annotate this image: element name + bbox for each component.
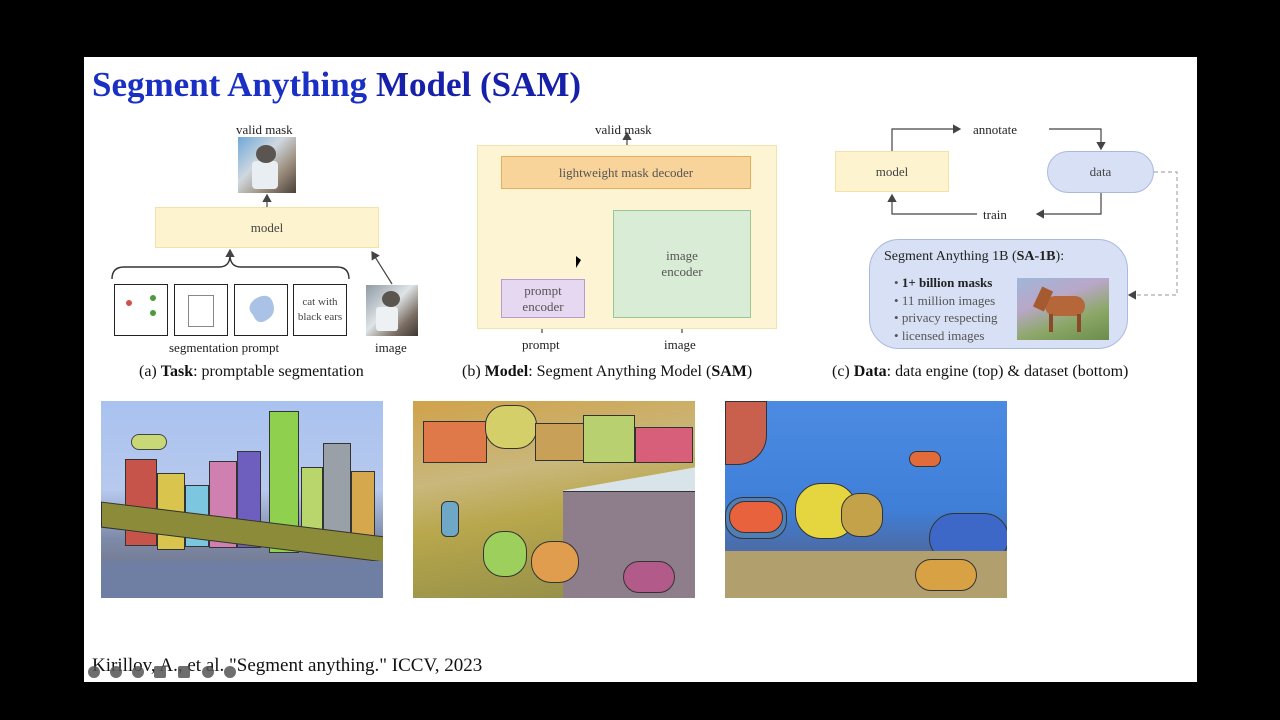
pen-icon[interactable] bbox=[110, 666, 122, 678]
slide-title: Segment Anything Model (SAM) bbox=[92, 65, 581, 105]
mask-blob-icon bbox=[249, 295, 274, 323]
box-prompt-box bbox=[174, 284, 228, 336]
image-encoder-box: image encoder bbox=[613, 210, 751, 318]
caption-b-end: ) bbox=[746, 363, 753, 380]
bullet-text-0: 1+ billion masks bbox=[901, 275, 993, 290]
panel-b-image-label: image bbox=[664, 337, 696, 352]
annotate-label: annotate bbox=[973, 122, 1018, 137]
city-skyline-segmentation-image bbox=[101, 401, 383, 598]
panel-c-model-box: model bbox=[835, 151, 949, 192]
bullet-item: • privacy respecting bbox=[894, 310, 998, 325]
text-prompt-label: cat with black ears bbox=[297, 296, 343, 323]
subtitles-icon[interactable] bbox=[154, 666, 166, 678]
previous-slide-icon[interactable] bbox=[88, 666, 100, 678]
panel-a-input-image bbox=[366, 285, 418, 336]
title-part-1: Segment Anything bbox=[92, 65, 368, 104]
bullet-text-1: 11 million images bbox=[901, 292, 996, 308]
dataset-title-bold: SA-1B bbox=[1016, 249, 1056, 264]
panel-a-model-label: model bbox=[250, 219, 284, 235]
dataset-bullet-list: • 1+ billion masks • 11 million images •… bbox=[894, 274, 997, 344]
garden-segmentation-image bbox=[413, 401, 695, 598]
bullet-item: • licensed images bbox=[894, 327, 985, 343]
caption-b-prefix: (b) bbox=[462, 363, 485, 380]
panel-b-prompt-label: prompt bbox=[522, 337, 560, 352]
text-prompt-box: cat with black ears bbox=[293, 284, 347, 336]
caption-a-bold: Task bbox=[160, 363, 194, 380]
image-encoder-label: image encoder bbox=[661, 248, 703, 279]
bullet-text-3: licensed images bbox=[901, 327, 985, 343]
panel-c-model-label: model bbox=[875, 163, 909, 179]
mouse-cursor-icon bbox=[576, 256, 581, 268]
caption-c-rest: : data engine (top) & dataset (bottom) bbox=[886, 363, 1129, 380]
panel-c-data-box: data bbox=[1047, 151, 1154, 193]
mask-decoder-label: lightweight mask decoder bbox=[558, 164, 694, 180]
valid-mask-thumbnail bbox=[238, 137, 296, 193]
panel-c-data-label: data bbox=[1089, 164, 1112, 179]
caption-a-rest: : promptable segmentation bbox=[193, 363, 364, 380]
dataset-title: Segment Anything 1B (SA-1B): bbox=[884, 249, 1064, 265]
more-options-icon[interactable] bbox=[202, 666, 214, 678]
zoom-icon[interactable] bbox=[132, 666, 144, 678]
dataset-title-a: Segment Anything 1B ( bbox=[884, 249, 1017, 264]
bullet-item: • 1+ billion masks bbox=[894, 275, 993, 290]
panel-a-caption: (a) Task: promptable segmentation bbox=[139, 363, 364, 381]
caption-a-prefix: (a) bbox=[139, 363, 161, 380]
bullet-text-2: privacy respecting bbox=[901, 310, 998, 325]
title-part-2: Model (SAM) bbox=[375, 65, 582, 104]
dataset-title-b: ): bbox=[1055, 249, 1065, 264]
caption-c-bold: Data bbox=[853, 363, 887, 380]
panel-a-model-box: model bbox=[155, 207, 379, 248]
caption-b-mid: : Segment Anything Model ( bbox=[528, 363, 712, 380]
caption-b-bold2: SAM bbox=[711, 363, 747, 380]
point-prompt-box bbox=[114, 284, 168, 336]
panel-b-caption: (b) Model: Segment Anything Model (SAM) bbox=[462, 363, 752, 381]
prompt-encoder-label: prompt encoder bbox=[522, 282, 564, 314]
caption-b-bold: Model bbox=[484, 363, 529, 380]
next-slide-icon[interactable] bbox=[224, 666, 236, 678]
panel-c-caption: (c) Data: data engine (top) & dataset (b… bbox=[832, 363, 1128, 381]
panel-a-image-label: image bbox=[375, 340, 407, 355]
bullet-item: • 11 million images bbox=[894, 292, 996, 308]
coral-reef-segmentation-image bbox=[725, 401, 1007, 598]
horse-sample-image bbox=[1017, 278, 1109, 340]
caption-c-prefix: (c) bbox=[832, 363, 854, 380]
segmentation-prompt-label: segmentation prompt bbox=[169, 340, 280, 355]
train-label: train bbox=[983, 207, 1007, 222]
panel-b-valid-mask-label: valid mask bbox=[595, 122, 652, 137]
panel-a-valid-mask-label: valid mask bbox=[236, 122, 293, 137]
prompt-encoder-box: prompt encoder bbox=[501, 279, 585, 318]
camera-icon[interactable] bbox=[178, 666, 190, 678]
presentation-controls[interactable] bbox=[86, 663, 241, 681]
mask-decoder-box: lightweight mask decoder bbox=[501, 156, 751, 189]
slide: Segment Anything Model (SAM) valid mask bbox=[84, 57, 1197, 682]
mask-prompt-box bbox=[234, 284, 288, 336]
